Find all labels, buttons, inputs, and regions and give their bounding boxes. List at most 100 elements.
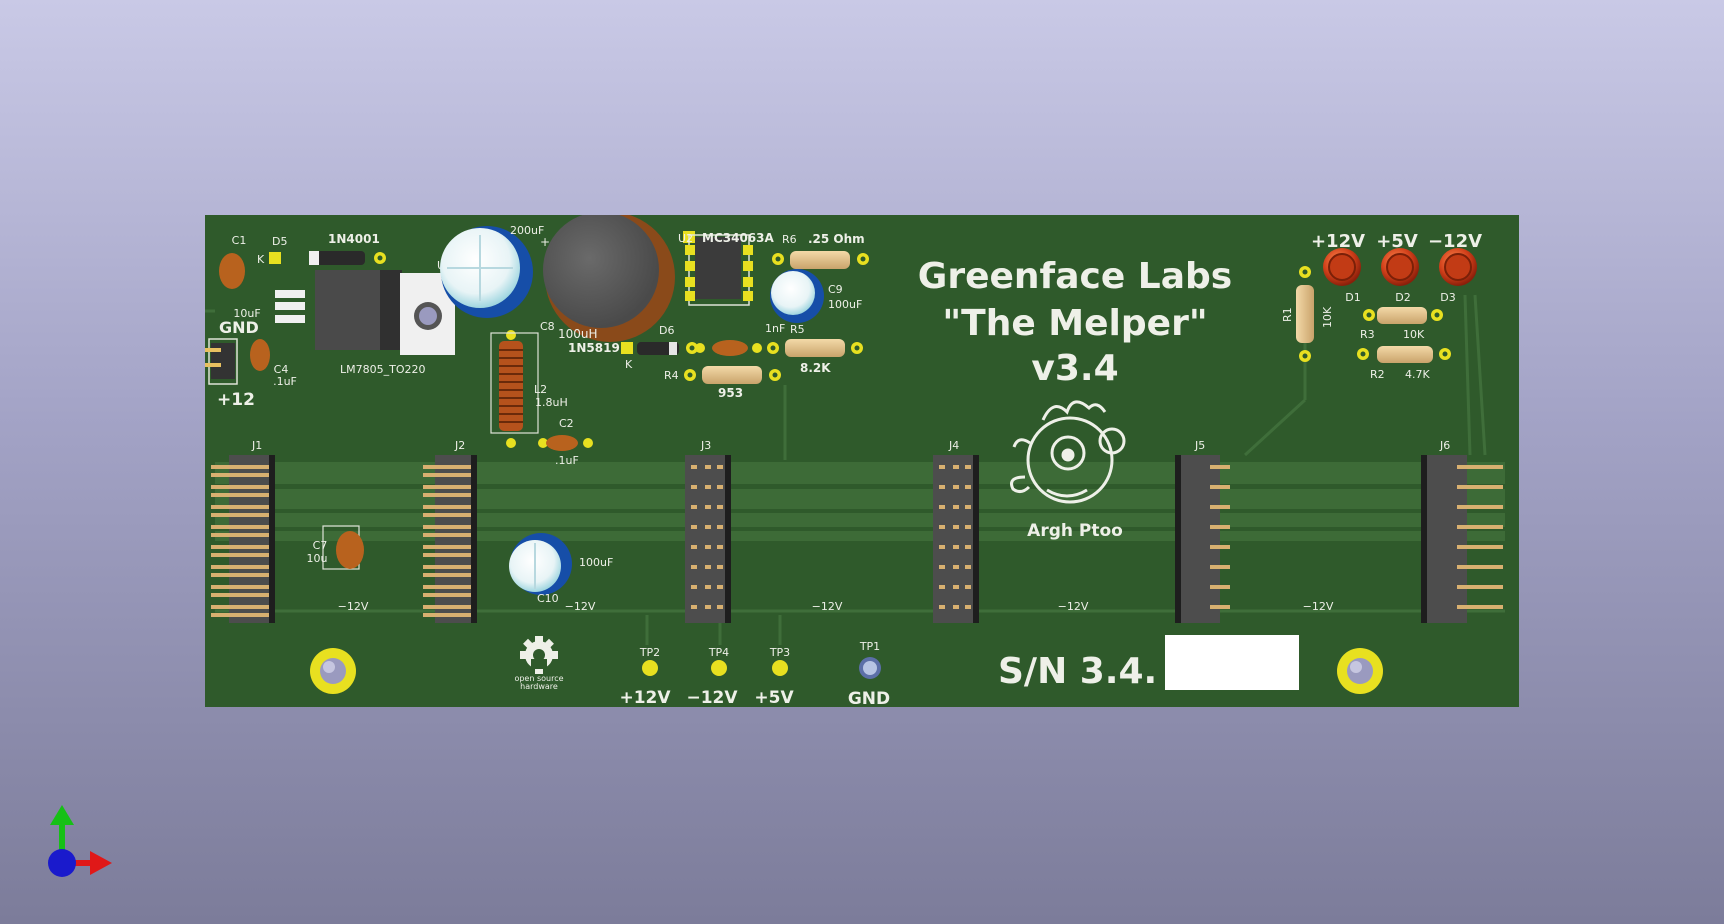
c1-ref: C1 xyxy=(232,234,247,247)
header-j6: J6 xyxy=(1421,439,1503,623)
oshw-logo: open source hardware xyxy=(514,636,564,691)
header-j5: J5 xyxy=(1175,439,1230,623)
led-label-neg12v: −12V xyxy=(1428,231,1482,252)
c4-ref: C4 xyxy=(274,363,289,376)
board-title-block: Greenface Labs "The Melper" v3.4 xyxy=(918,256,1232,389)
power-plus-label: +12 xyxy=(217,390,255,410)
r6-ref: R6 xyxy=(782,233,797,246)
led-indicators: +12V +5V −12V D1 D2 D3 xyxy=(1311,231,1482,304)
tp4-net: −12V xyxy=(686,688,738,707)
resistor-r3: R3 10K xyxy=(1360,307,1443,341)
c2-ref: C2 xyxy=(559,417,574,430)
header-j3: J3 xyxy=(685,439,731,623)
tp3-ref: TP3 xyxy=(769,646,790,659)
mounting-hole-left xyxy=(310,648,356,694)
r4-value: 953 xyxy=(718,386,743,400)
resistor-r1: R1 10K xyxy=(1281,266,1334,362)
l1-value: 100uH xyxy=(558,327,598,341)
resistor-r4: R4 953 xyxy=(664,366,781,400)
r5-value: 8.2K xyxy=(800,361,831,375)
mascot-caption: Argh Ptoo xyxy=(1027,521,1123,541)
rail-labels: −12V −12V −12V −12V −12V xyxy=(338,600,1334,613)
bulk-cap-value: 200uF xyxy=(510,224,544,237)
c8-ref: C8 xyxy=(540,320,555,333)
c9-value: 100uF xyxy=(828,298,862,311)
c10-value: 100uF xyxy=(579,556,613,569)
r1-value: 10K xyxy=(1321,306,1334,328)
d6-pin-mark: K xyxy=(625,358,633,371)
resistor-r6: R6 .25 Ohm xyxy=(772,232,869,269)
x-axis-arrow xyxy=(62,851,112,875)
d5-ref: D5 xyxy=(272,235,287,248)
inductor-l2: L2 1.8uH xyxy=(490,330,568,448)
rail-label-1: −12V xyxy=(338,600,369,613)
c2-value: .1uF xyxy=(555,454,579,467)
rail-label-3: −12V xyxy=(812,600,843,613)
j4-ref: J4 xyxy=(948,439,959,452)
d5-value: 1N4001 xyxy=(328,232,380,246)
rail-label-4: −12V xyxy=(1058,600,1089,613)
tp1-ref: TP1 xyxy=(859,640,880,653)
test-point-tp1: TP1 GND xyxy=(848,640,890,707)
led-label-12v: +12V xyxy=(1311,231,1365,252)
u2-value: MC34063A xyxy=(702,231,774,245)
c-timing-value: 1nF xyxy=(765,322,785,335)
mascot-logo xyxy=(1010,400,1126,504)
header-j4: J4 xyxy=(933,439,979,623)
j1-ref: J1 xyxy=(251,439,262,452)
l2-value: 1.8uH xyxy=(535,396,568,409)
test-point-tp2: TP2 +12V xyxy=(619,646,671,707)
power-gnd-label: GND xyxy=(219,318,259,337)
capacitor-c10: 100uF C10 xyxy=(509,533,613,605)
capacitor-c9: C9 100uF xyxy=(770,269,862,323)
r4-ref: R4 xyxy=(664,369,679,382)
board-subtitle: "The Melper" xyxy=(942,303,1207,344)
serial-label: S/N 3.4. xyxy=(998,651,1157,692)
r3-ref: R3 xyxy=(1360,328,1375,341)
inductor-l1: 100uH xyxy=(543,215,675,342)
d1-ref: D1 xyxy=(1345,291,1360,304)
c4-value: .1uF xyxy=(273,375,297,388)
header-j2: J2 xyxy=(423,439,477,623)
y-axis-arrow xyxy=(50,805,74,853)
c7-value: 10u xyxy=(307,552,328,565)
d6-value: 1N5819 xyxy=(568,341,620,355)
u1-value: LM7805_TO220 xyxy=(340,363,426,376)
d3-ref: D3 xyxy=(1440,291,1455,304)
c10-ref: C10 xyxy=(537,592,559,605)
j2-ref: J2 xyxy=(454,439,465,452)
led-label-5v: +5V xyxy=(1376,231,1418,252)
j3-ref: J3 xyxy=(700,439,711,452)
j6-ref: J6 xyxy=(1439,439,1450,452)
capacitor-bulk: 200uF + C8 xyxy=(440,224,555,333)
r1-ref: R1 xyxy=(1281,307,1294,322)
axes-gizmo xyxy=(48,805,112,877)
r6-value: .25 Ohm xyxy=(808,232,865,246)
d2-ref: D2 xyxy=(1395,291,1410,304)
r2-value: 4.7K xyxy=(1405,368,1430,381)
capacitor-timing xyxy=(695,340,762,356)
capacitor-c2: C2 .1uF xyxy=(538,417,593,467)
board-version: v3.4 xyxy=(1031,348,1118,389)
j5-ref: J5 xyxy=(1194,439,1205,452)
serial-number-block: S/N 3.4. xyxy=(998,635,1299,692)
d5-pin-mark: K xyxy=(257,253,265,266)
capacitor-c1: C1 10uF xyxy=(219,234,261,320)
capacitor-c7: C7 10u xyxy=(307,525,364,570)
c1-value: 10uF xyxy=(233,307,260,320)
tp2-net: +12V xyxy=(619,688,671,707)
tp3-net: +5V xyxy=(754,688,794,707)
tp1-net: GND xyxy=(848,689,890,707)
power-input-connector: GND +12 xyxy=(205,318,259,410)
board-title: Greenface Labs xyxy=(918,256,1232,297)
rail-label-2: −12V xyxy=(565,600,596,613)
pcb-board[interactable]: C1 10uF D5 1N4001 K U LM7805_TO220 GND +… xyxy=(205,215,1519,707)
r2-ref: R2 xyxy=(1370,368,1385,381)
z-axis-dot xyxy=(48,849,76,877)
serial-blank-field xyxy=(1165,635,1299,690)
mounting-hole-right xyxy=(1337,648,1383,694)
resistor-r2: R2 4.7K xyxy=(1357,346,1451,381)
diode-d5: D5 1N4001 K xyxy=(257,232,386,266)
test-point-tp3: TP3 +5V xyxy=(754,646,794,707)
